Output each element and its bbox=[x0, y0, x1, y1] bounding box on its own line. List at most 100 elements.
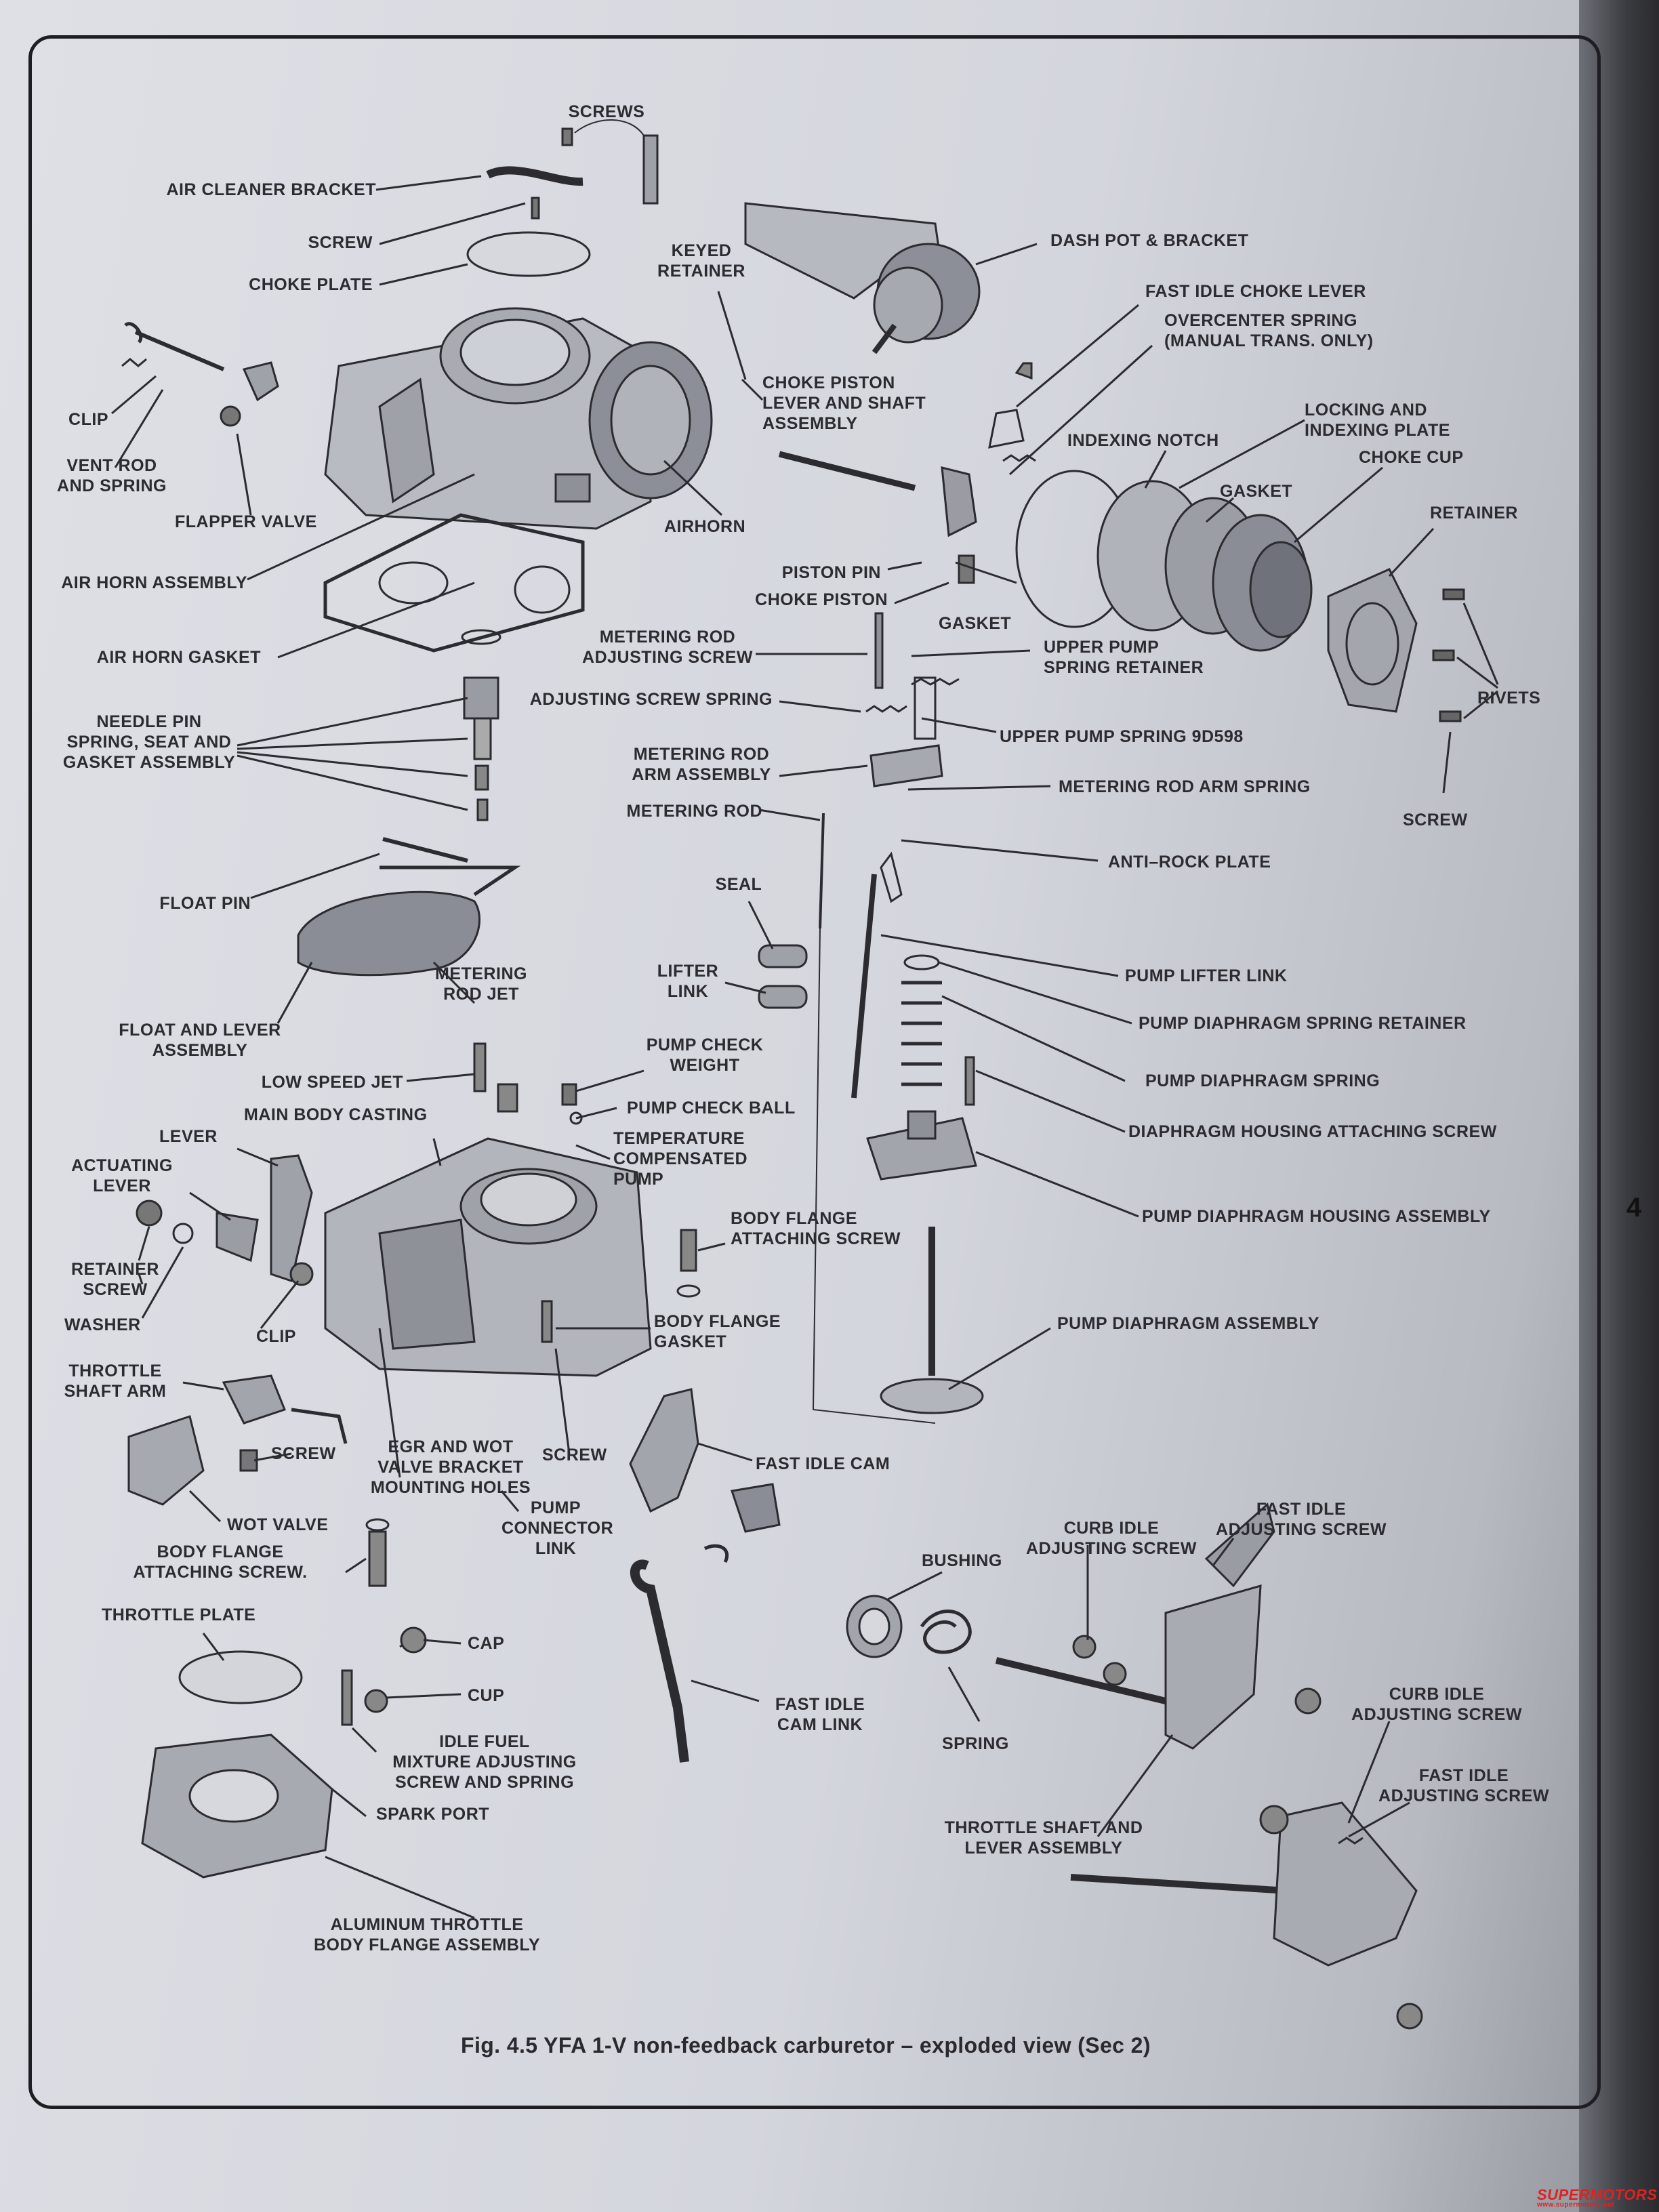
leader-lines bbox=[111, 175, 1499, 1919]
label-air-horn-assembly: AIR HORN ASSEMBLY bbox=[61, 573, 247, 592]
label-cup: CUP bbox=[468, 1686, 505, 1705]
label-choke-piston-lever: CHOKE PISTON LEVER AND SHAFT ASSEMBLY bbox=[762, 373, 926, 433]
label-screw-right: SCREW bbox=[1403, 811, 1468, 830]
label-adjusting-screw-spring: ADJUSTING SCREW SPRING bbox=[529, 690, 773, 709]
label-pump-diaphragm-spring-retainer: PUMP DIAPHRAGM SPRING RETAINER bbox=[1139, 1014, 1467, 1033]
label-idle-fuel-mixture: IDLE FUEL MIXTURE ADJUSTING SCREW AND SP… bbox=[392, 1732, 577, 1792]
label-pump-check-ball: PUMP CHECK BALL bbox=[627, 1099, 796, 1118]
label-throttle-shaft-lever-assembly: THROTTLE SHAFT AND LEVER ASSEMBLY bbox=[944, 1818, 1143, 1858]
label-retainer-right: RETAINER bbox=[1430, 504, 1518, 523]
label-gasket-piston: GASKET bbox=[939, 614, 1012, 633]
label-pump-check-weight: PUMP CHECK WEIGHT bbox=[646, 1036, 764, 1075]
page-edge-shadow bbox=[1579, 0, 1659, 2212]
label-airhorn: AIRHORN bbox=[664, 517, 746, 536]
label-air-horn-gasket: AIR HORN GASKET bbox=[96, 648, 261, 667]
label-fast-idle-cam: FAST IDLE CAM bbox=[756, 1454, 890, 1473]
label-lifter-link: LIFTER LINK bbox=[657, 962, 719, 1001]
label-cap: CAP bbox=[468, 1634, 505, 1653]
label-upper-pump-spring-retainer: UPPER PUMP SPRING RETAINER bbox=[1044, 638, 1204, 677]
label-gasket-choke: GASKET bbox=[1220, 482, 1293, 501]
label-rivets: RIVETS bbox=[1477, 689, 1541, 708]
label-vent-rod-spring: VENT ROD AND SPRING bbox=[57, 456, 167, 495]
pump-column-drawing bbox=[812, 612, 984, 1424]
watermark-url: www.supermotors.net bbox=[1537, 2201, 1615, 2209]
body-flange-screws-drawing bbox=[365, 1229, 701, 1587]
label-spring: SPRING bbox=[942, 1734, 1009, 1753]
label-metering-rod-adjusting-screw: METERING ROD ADJUSTING SCREW bbox=[582, 628, 753, 667]
needle-pin-drawing bbox=[461, 629, 501, 821]
label-clip-top: CLIP bbox=[68, 410, 108, 429]
vent-rod-drawing bbox=[121, 322, 279, 427]
air-horn-gasket-drawing bbox=[323, 513, 585, 653]
label-curb-idle-adjusting-screw-1: CURB IDLE ADJUSTING SCREW bbox=[1026, 1519, 1197, 1558]
label-metering-rod-jet: METERING ROD JET bbox=[435, 964, 527, 1004]
label-pump-diaphragm-housing-assembly: PUMP DIAPHRAGM HOUSING ASSEMBLY bbox=[1142, 1207, 1491, 1226]
dash-pot-drawing bbox=[744, 202, 981, 354]
label-screws: SCREWS bbox=[568, 102, 645, 121]
throttle-plate-drawing bbox=[141, 1626, 427, 1879]
throttle-shaft-lower-drawing bbox=[1070, 1801, 1423, 2030]
label-air-cleaner-bracket: AIR CLEANER BRACKET bbox=[166, 180, 376, 199]
label-keyed-retainer: KEYED RETAINER bbox=[657, 241, 745, 281]
label-aluminum-throttle-body: ALUMINUM THROTTLE BODY FLANGE ASSEMBLY bbox=[313, 1915, 541, 1954]
label-lever: LEVER bbox=[159, 1127, 218, 1146]
label-washer: WASHER bbox=[64, 1315, 141, 1334]
label-fast-idle-adjusting-screw-1: FAST IDLE ADJUSTING SCREW bbox=[1216, 1500, 1387, 1539]
label-metering-rod: METERING ROD bbox=[626, 802, 762, 821]
main-body-casting-drawing bbox=[324, 1042, 652, 1377]
label-pump-diaphragm-assembly: PUMP DIAPHRAGM ASSEMBLY bbox=[1057, 1314, 1320, 1333]
label-fast-idle-adjusting-screw-2: FAST IDLE ADJUSTING SCREW bbox=[1378, 1766, 1549, 1805]
label-seal: SEAL bbox=[715, 875, 762, 894]
label-pump-lifter-link: PUMP LIFTER LINK bbox=[1125, 966, 1288, 985]
label-float-lever-assembly: FLOAT AND LEVER ASSEMBLY bbox=[119, 1021, 281, 1060]
choke-piston-lever-drawing bbox=[778, 362, 1036, 584]
float-drawing bbox=[297, 837, 521, 977]
label-curb-idle-adjusting-screw-2: CURB IDLE ADJUSTING SCREW bbox=[1351, 1685, 1522, 1724]
choke-plate-drawing bbox=[466, 197, 591, 277]
label-screw-throttle: SCREW bbox=[271, 1444, 336, 1463]
label-needle-pin: NEEDLE PIN SPRING, SEAT AND GASKET ASSEM… bbox=[62, 712, 236, 772]
throttle-shaft-arm-drawing bbox=[127, 1374, 348, 1506]
label-throttle-plate: THROTTLE PLATE bbox=[102, 1605, 256, 1624]
seals-drawing bbox=[758, 944, 808, 1009]
label-choke-plate: CHOKE PLATE bbox=[249, 275, 373, 294]
label-indexing-notch: INDEXING NOTCH bbox=[1067, 431, 1219, 450]
watermark-brand: SUPERMOTORS bbox=[1537, 2186, 1658, 2203]
label-float-pin: FLOAT PIN bbox=[159, 894, 251, 913]
label-bushing: BUSHING bbox=[922, 1551, 1002, 1570]
throttle-shaft-drawing bbox=[846, 1502, 1322, 1750]
label-choke-piston: CHOKE PISTON bbox=[755, 590, 888, 609]
label-spark-port: SPARK PORT bbox=[376, 1805, 490, 1824]
label-clip-mid: CLIP bbox=[256, 1327, 296, 1346]
label-upper-pump-spring: UPPER PUMP SPRING 9D598 bbox=[1000, 727, 1244, 746]
lever-linkage-drawing bbox=[136, 1154, 314, 1286]
label-screw-egr: SCREW bbox=[542, 1446, 607, 1465]
label-egr-wot-holes: EGR AND WOT VALVE BRACKET MOUNTING HOLES bbox=[370, 1437, 531, 1497]
label-diaphragm-housing-screw: DIAPHRAGM HOUSING ATTACHING SCREW bbox=[1128, 1122, 1497, 1141]
label-piston-pin: PISTON PIN bbox=[781, 563, 881, 582]
label-body-flange-attaching-screw-upper: BODY FLANGE ATTACHING SCREW bbox=[731, 1209, 901, 1248]
figure-caption: Fig. 4.5 YFA 1-V non-feedback carburetor… bbox=[461, 2033, 1151, 2057]
air-cleaner-bracket-drawing bbox=[486, 119, 659, 205]
label-dash-pot-bracket: DASH POT & BRACKET bbox=[1050, 231, 1249, 250]
label-wot-valve: WOT VALVE bbox=[227, 1515, 329, 1534]
page-number-edge: 4 bbox=[1626, 1193, 1642, 1223]
label-main-body-casting: MAIN BODY CASTING bbox=[244, 1105, 428, 1124]
figure-frame bbox=[28, 35, 1601, 2109]
label-throttle-shaft-arm: THROTTLE SHAFT ARM bbox=[64, 1361, 167, 1401]
label-metering-rod-arm-spring: METERING ROD ARM SPRING bbox=[1059, 777, 1311, 796]
air-horn-assembly-drawing bbox=[324, 307, 713, 530]
label-fast-idle-cam-link: FAST IDLE CAM LINK bbox=[775, 1695, 865, 1734]
label-actuating-lever: ACTUATING LEVER bbox=[71, 1156, 173, 1195]
label-locking-indexing-plate: LOCKING AND INDEXING PLATE bbox=[1305, 401, 1450, 440]
label-choke-cup: CHOKE CUP bbox=[1359, 448, 1464, 467]
label-screw-top: SCREW bbox=[308, 233, 373, 252]
label-temperature-compensated-pump: TEMPERATURE COMPENSATED PUMP bbox=[613, 1129, 748, 1189]
label-anti-rock-plate: ANTI–ROCK PLATE bbox=[1108, 853, 1271, 872]
choke-cup-drawing bbox=[1015, 470, 1465, 722]
label-body-flange-attaching-screw-lower: BODY FLANGE ATTACHING SCREW. bbox=[133, 1542, 308, 1582]
label-low-speed-jet: LOW SPEED JET bbox=[261, 1073, 403, 1092]
label-retainer-screw: RETAINER SCREW bbox=[71, 1260, 159, 1299]
label-pump-connector-link: PUMP CONNECTOR LINK bbox=[501, 1498, 614, 1558]
